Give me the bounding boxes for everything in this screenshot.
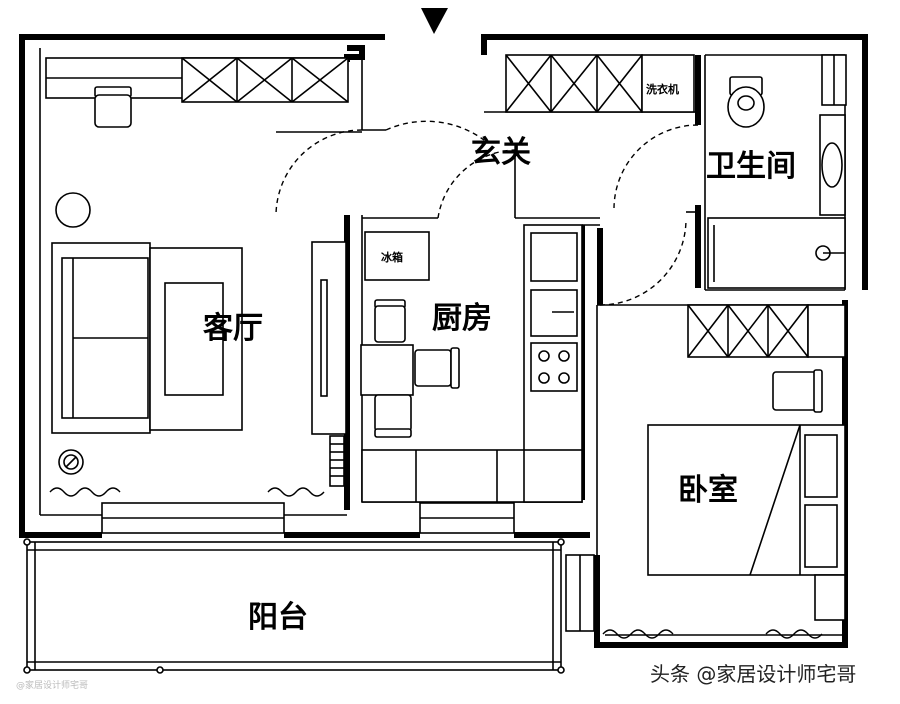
lamp-icon [58, 449, 84, 475]
living-room: 客厅 [45, 57, 363, 497]
curtain-left [49, 487, 121, 497]
bedroom: 卧室 [602, 304, 846, 639]
bed-icon [647, 424, 846, 576]
chair-icon [374, 394, 412, 438]
fridge-label: 冰箱 [381, 250, 403, 264]
toilet-icon [727, 76, 765, 128]
radiator-icon [329, 435, 345, 487]
coffee-table [164, 282, 224, 396]
bathroom-label: 卫生间 [706, 149, 796, 184]
bathroom-door-arc [613, 124, 699, 209]
curtain-right [267, 487, 325, 497]
tv-cabinet [311, 241, 347, 435]
watermark: 头条 @家居设计师宅哥 [650, 662, 857, 686]
shower-icon [707, 217, 846, 289]
kitchen: 冰箱 厨房 [360, 224, 583, 503]
stove-icon [530, 342, 578, 392]
washer-label: 洗衣机 [646, 82, 679, 96]
kitchen-door-arc [437, 149, 516, 219]
desk-chair-icon [94, 86, 132, 128]
washer [641, 54, 695, 113]
bedroom-curtain-right [765, 629, 823, 639]
windows [101, 54, 847, 632]
sofa-icon [51, 242, 151, 434]
bedroom-chair-icon [772, 369, 823, 413]
entry: 洗衣机 玄关 [362, 54, 699, 306]
living-room-label: 客厅 [203, 311, 263, 346]
kitchen-label: 厨房 [432, 301, 492, 336]
entrance-arrow-icon [421, 8, 448, 34]
dining-table [360, 344, 414, 396]
nightstand [814, 574, 846, 621]
balcony: 阳台 [23, 538, 565, 674]
sink [530, 289, 578, 337]
entry-wardrobe [505, 54, 643, 113]
hood [530, 232, 578, 282]
chair-icon [414, 347, 460, 389]
bathroom: 卫生间 [706, 76, 846, 289]
bedroom-label: 卧室 [678, 473, 738, 508]
balcony-label: 阳台 [248, 600, 308, 635]
entry-label: 玄关 [471, 135, 531, 170]
washbasin-icon [819, 114, 846, 216]
bedroom-door-arc [599, 219, 687, 306]
living-door-arc [275, 129, 363, 216]
fridge [364, 231, 430, 281]
bedroom-wardrobe [687, 304, 846, 358]
chair-icon [374, 299, 406, 343]
plant-icon [55, 192, 91, 228]
wardrobe-top-left [181, 57, 349, 103]
bedroom-curtain-left [602, 629, 674, 639]
entry-door-arc [385, 120, 485, 141]
credit-text: @家居设计师宅哥 [16, 681, 89, 691]
